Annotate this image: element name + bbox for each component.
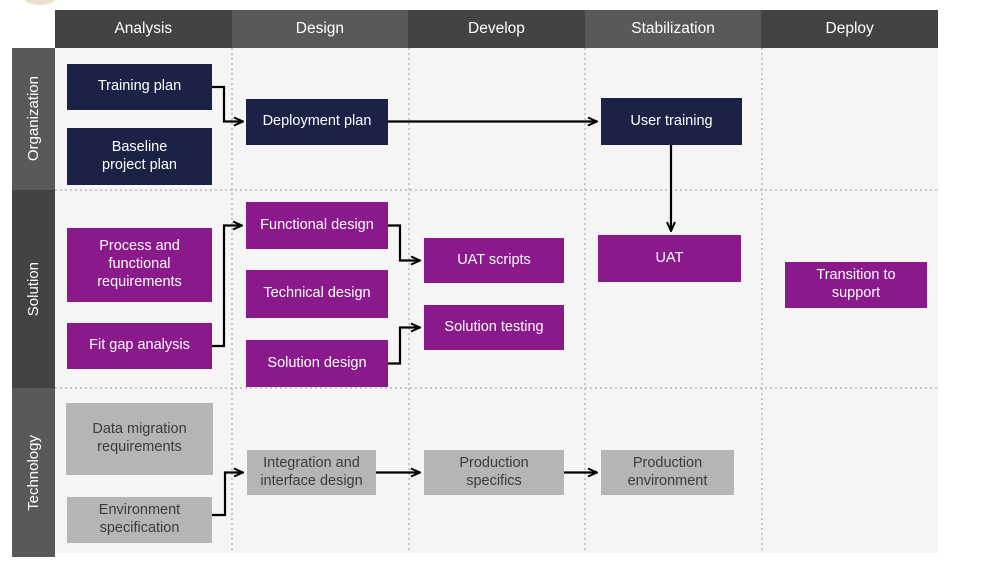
node-uat-scripts: UAT scripts [424,238,564,283]
row-separator [55,387,938,389]
phase-header-analysis: Analysis [55,10,232,48]
phase-header-design: Design [231,10,409,48]
node-solution-design: Solution design [246,340,388,387]
node-data-migration-requirements: Data migration requirements [66,403,213,475]
node-uat: UAT [598,235,741,282]
column-separator [761,48,763,553]
node-environment-specification: Environment specification [67,497,212,543]
node-training-plan: Training plan [67,64,212,110]
phase-header-stabilization: Stabilization [584,10,762,48]
column-separator [231,48,233,553]
node-deployment-plan: Deployment plan [246,99,388,145]
lane-label-technology: Technology [12,388,55,557]
node-production-environment: Production environment [601,450,734,495]
column-separator [408,48,410,553]
node-process-functional-requirements: Process and functional requirements [67,228,212,302]
column-separator [584,48,586,553]
node-functional-design: Functional design [246,202,388,249]
phase-header-deploy: Deploy [761,10,938,48]
decorative-ellipse [25,0,55,5]
node-production-specifics: Production specifics [424,450,564,495]
lane-label-organization: Organization [12,48,55,190]
lane-label-solution: Solution [12,190,55,388]
node-transition-to-support: Transition to support [785,262,927,308]
node-solution-testing: Solution testing [424,305,564,350]
row-separator [55,189,938,191]
node-user-training: User training [601,98,742,145]
lane-label-column: Organization Solution Technology [12,48,55,557]
node-baseline-project-plan: Baseline project plan [67,128,212,185]
node-integration-interface-design: Integration and interface design [247,450,376,495]
phase-header-develop: Develop [408,10,585,48]
node-technical-design: Technical design [246,270,388,318]
phase-header-row: Analysis Design Develop Stabilization De… [55,10,938,48]
node-fit-gap-analysis: Fit gap analysis [67,323,212,369]
